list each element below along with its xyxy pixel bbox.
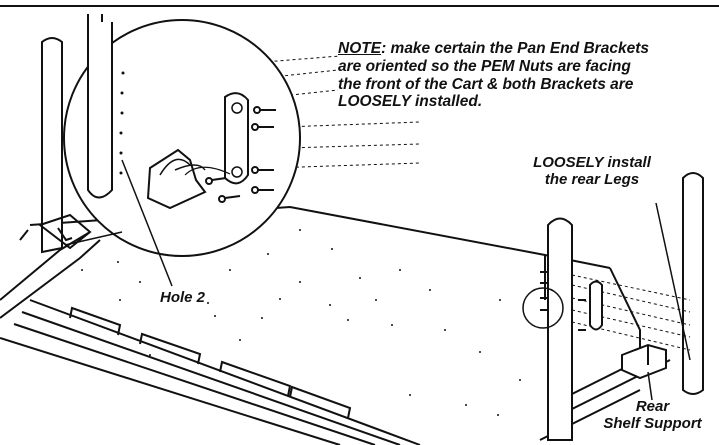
rear-shelf-label-line-1: Rear xyxy=(635,398,670,415)
shelf-holes xyxy=(59,229,521,416)
note-line-1: NOTE: make certain the Pan End Brackets xyxy=(338,40,719,58)
detail-pointer-line xyxy=(64,231,123,246)
rear-bracket xyxy=(540,271,603,331)
rear-shelf-label-line-2: Shelf Support xyxy=(603,415,702,433)
note-key: NOTE xyxy=(338,40,382,57)
note-callout: NOTE: make certain the Pan End Brackets … xyxy=(338,40,719,111)
rear-shelf-support-label: Rear Shelf Support xyxy=(586,398,719,433)
note-line-4: LOOSELY installed. xyxy=(338,93,483,111)
hole-2-label: Hole 2 xyxy=(160,289,206,306)
rear-legs-label-line-1: LOOSELY install xyxy=(533,154,651,171)
rear-legs-label-line-2: the rear Legs xyxy=(544,171,640,189)
rear-shelf-support xyxy=(621,343,667,401)
hole2-pointer-line xyxy=(121,159,173,287)
note-line-2: are oriented so the PEM Nuts are facing xyxy=(338,57,631,75)
note-line-3: the front of the Cart & both Brackets ar… xyxy=(338,75,634,93)
rear-legs xyxy=(547,172,704,441)
rear-legs-label: LOOSELY install the rear Legs xyxy=(522,154,662,189)
note-text-1: : make certain the Pan End Brackets xyxy=(381,40,649,57)
detail-magnifier xyxy=(63,19,301,287)
hole-callout-circle xyxy=(522,287,564,329)
